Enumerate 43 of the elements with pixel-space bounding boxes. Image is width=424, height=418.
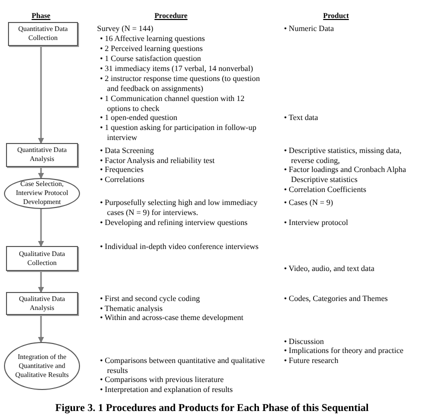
list-heading: Survey (N = 144)	[97, 24, 154, 34]
list-item: • Correlation Coefficients	[284, 185, 368, 195]
process-box	[6, 246, 78, 271]
list-item: • Comparisons with previous literature	[100, 375, 225, 385]
list-item: • 2 instructor response time questions (to question and feedback on assignments)	[100, 74, 261, 94]
list-item: • Descriptive statistics, missing data, reverse coding,	[284, 146, 402, 166]
process-box	[6, 292, 78, 315]
list-item: • 16 Affective learning questions	[100, 34, 206, 44]
list-item: • Factor Analysis and reliability test	[100, 156, 216, 166]
list-item: • Future research	[284, 356, 340, 366]
list-item: • Numeric Data	[284, 24, 335, 34]
figure-caption: Figure 3. 1 Procedures and Products for Each Phase of this Sequential	[54, 402, 370, 415]
list-item: • Correlations	[100, 175, 146, 185]
process-box	[6, 143, 78, 167]
list-item: • Comparisons between quantitative and qualitative results	[100, 356, 266, 376]
list-item: • 1 Communication channel question with 12 options to check	[100, 94, 246, 114]
list-item: • First and second cycle coding	[100, 294, 201, 304]
list-item: • Codes, Categories and Themes	[284, 294, 389, 304]
list-item: • Discussion	[284, 337, 325, 347]
list-item: • Data Screening	[100, 146, 155, 156]
arrow	[38, 209, 44, 247]
list-item: • Interpretation and explanation of results	[100, 385, 234, 395]
list-item: • Factor loadings and Cronbach Alpha Descriptive statistics	[284, 165, 408, 185]
list-item: • 2 Perceived learning questions	[100, 44, 204, 54]
list-item: • Text data	[284, 113, 320, 123]
list-item: • Cases (N = 9)	[284, 198, 334, 208]
arrow	[38, 167, 44, 179]
list-item: • 1 question asking for participation in follow-up interview	[100, 123, 258, 143]
list-item: • Interview protocol	[284, 218, 350, 228]
list-item: • Implications for theory and practice	[284, 346, 404, 356]
process-box	[8, 22, 78, 46]
list-item: • Purposefully selecting high and low immediacy cases (N = 9) for interviews.	[100, 198, 258, 218]
list-item: • 1 Course satisfaction question	[100, 54, 202, 64]
list-item: • 31 immediacy items (17 verbal, 14 nonverbal)	[100, 64, 254, 74]
list-item: • Within and across-case theme development	[100, 313, 244, 323]
arrow	[38, 46, 44, 144]
arrow	[38, 315, 44, 343]
list-item: • 1 open-ended question	[100, 113, 178, 123]
list-item: • Video, audio, and text data	[284, 264, 376, 274]
list-item: • Developing and refining interview questions	[100, 218, 248, 228]
list-item: • Thematic analysis	[100, 304, 164, 314]
list-item: • Individual in-depth video conference interviews	[100, 242, 260, 252]
list-item: • Frequencies	[100, 165, 144, 175]
